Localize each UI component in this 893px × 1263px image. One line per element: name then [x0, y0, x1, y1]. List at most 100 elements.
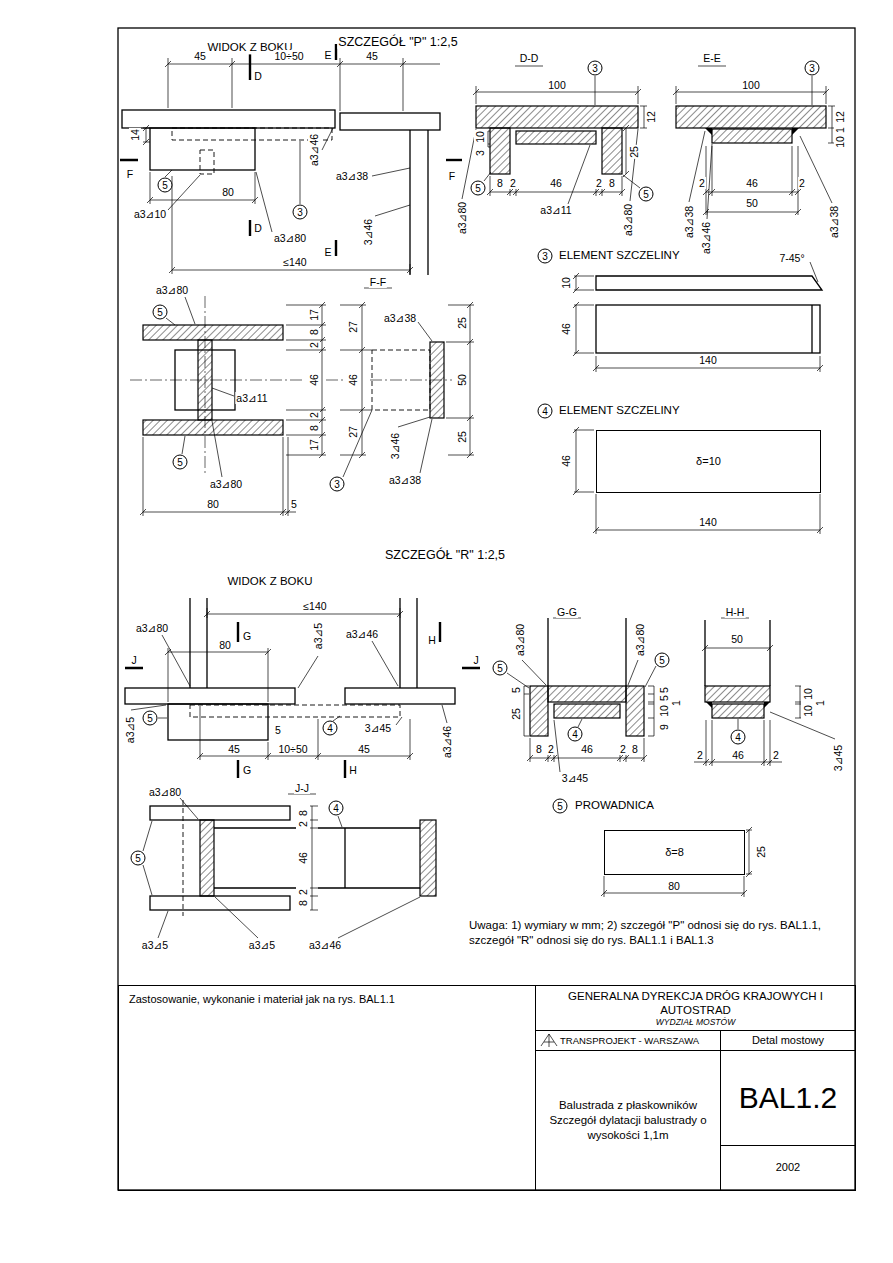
- drawing-label: 46: [347, 373, 359, 387]
- section-j-j: [214, 828, 420, 888]
- detail-p-side-view: [165, 128, 410, 232]
- drawing-label: 25: [628, 145, 640, 159]
- drawing-label: a3⊿80: [135, 622, 169, 634]
- drawing-label: 46: [308, 373, 320, 387]
- drawing-label: 10: [802, 704, 814, 718]
- drawing-label: 2: [308, 411, 320, 419]
- drawing-label: 46: [560, 454, 572, 468]
- detail-r-side-view: [125, 622, 480, 778]
- drawing-label: 100: [547, 79, 567, 91]
- gap-element-drawing: [596, 305, 820, 353]
- detail-r-side-view: [190, 705, 400, 717]
- drawing-label: 46: [731, 749, 745, 761]
- note-text: Uwaga: 1) wymiary w mm; 2) szczegół "P" …: [468, 918, 855, 948]
- drawing-label: 5: [274, 724, 282, 736]
- drawing-label: 10÷50: [273, 50, 304, 62]
- drawing-label: F-F: [369, 276, 387, 288]
- drawing-label: a3⊿80: [209, 478, 243, 490]
- drawing-label: 100: [741, 79, 761, 91]
- drawing-label: 10: [834, 135, 846, 149]
- section-d-d: [602, 128, 622, 174]
- company-logo: [541, 1034, 557, 1047]
- detail-r-side-view: [125, 688, 295, 704]
- section-h-h: [706, 702, 770, 708]
- drawing-label: 45: [193, 50, 207, 62]
- detail-p-side-view: [122, 110, 335, 128]
- drawing-label: 3⊿46: [389, 432, 401, 460]
- callout-number: 5: [655, 653, 670, 668]
- drawing-label: G-G: [556, 606, 578, 618]
- view-title: WIDOK Z BOKU: [227, 575, 314, 588]
- detail-heading: SZCZEGÓŁ "R" 1:2,5: [384, 548, 506, 562]
- callout-number: 3: [805, 61, 820, 76]
- drawing-label: 46: [745, 177, 759, 189]
- section-j-j: [150, 896, 290, 910]
- drawing-label: a3⊿38: [388, 474, 422, 486]
- title-text: BAL1.2: [739, 1080, 837, 1116]
- drawing-label: H: [348, 764, 358, 776]
- drawing-label: 8: [608, 177, 616, 189]
- drawing-label: 46: [560, 322, 572, 336]
- section-h-h: [738, 712, 835, 739]
- drawing-label: a3⊿38: [383, 312, 417, 324]
- drawing-label: 2: [547, 743, 555, 755]
- section-f-f: [130, 296, 452, 474]
- drawing-label: a3⊿80: [155, 284, 189, 296]
- drawing-label: 17: [308, 438, 320, 452]
- drawing-label: a3⊿46: [345, 628, 379, 640]
- view-title: ELEMENT SZCZELINY: [558, 249, 681, 262]
- drawing-label: 2: [619, 743, 627, 755]
- drawing-label: J: [130, 654, 137, 666]
- drawing-label: H-H: [725, 606, 746, 618]
- section-h-h: [694, 618, 801, 766]
- title-text: Balustrada z płaskowników Szczegół dylat…: [536, 1098, 720, 1143]
- section-f-f: [143, 325, 283, 340]
- drawing-label: 2: [308, 341, 320, 349]
- drawing-label: 1: [814, 699, 826, 707]
- callout-number: 5: [639, 187, 654, 202]
- drawing-label: 2: [798, 177, 806, 189]
- title-text: 2002: [776, 1161, 800, 1174]
- drawing-label: 140: [698, 354, 718, 366]
- drawing-label: a3⊿80: [148, 786, 182, 798]
- drawing-label: 3: [474, 149, 486, 157]
- detail-p-side-view: [120, 44, 440, 275]
- callout-number: 3: [538, 249, 553, 264]
- callout-number: 5: [493, 661, 508, 676]
- callout-number: 5: [143, 711, 158, 726]
- drawing-label: H: [427, 634, 437, 646]
- drawing-label: 2: [595, 177, 603, 189]
- callout-number: 4: [329, 801, 344, 816]
- drawing-label: J: [472, 654, 479, 666]
- drawing-label: 45: [365, 50, 379, 62]
- section-e-e: [673, 66, 835, 215]
- drawing-label: a3⊿46: [441, 725, 453, 759]
- drawing-label: 140: [698, 516, 718, 528]
- drawing-label: 10÷50: [277, 743, 308, 755]
- drawing-label: a3⊿5: [312, 622, 324, 650]
- section-f-f: [166, 297, 432, 477]
- drawing-label: 8: [308, 328, 320, 336]
- section-h-h: [694, 618, 835, 766]
- section-d-d: [462, 76, 640, 204]
- drawing-label: 46: [549, 177, 563, 189]
- drawing-label: 25: [510, 707, 522, 721]
- drawing-label: a3⊿46: [308, 939, 342, 951]
- section-g-g: [548, 618, 626, 686]
- detail-p-side-view: [150, 128, 255, 170]
- drawing-label: 2: [696, 749, 704, 761]
- title-cell: Zastosowanie, wykonanie i materiał jak n…: [118, 985, 536, 1191]
- drawing-label: a3⊿80: [273, 232, 307, 244]
- drawing-label: E: [323, 246, 332, 258]
- drawing-label: 7-45°: [778, 252, 805, 264]
- section-d-d: [446, 159, 462, 161]
- detail-r-side-view: [168, 704, 268, 740]
- section-f-f: [140, 437, 296, 516]
- drawing-label: 3⊿46: [362, 218, 374, 246]
- section-f-f: [286, 288, 474, 458]
- detail-heading: SZCZEGÓŁ "P" 1:2,5: [337, 35, 458, 49]
- section-e-e: [673, 66, 835, 219]
- drawing-label: 8: [535, 743, 543, 755]
- drawing-label: 2: [297, 888, 309, 896]
- drawing-frame: [118, 28, 855, 1190]
